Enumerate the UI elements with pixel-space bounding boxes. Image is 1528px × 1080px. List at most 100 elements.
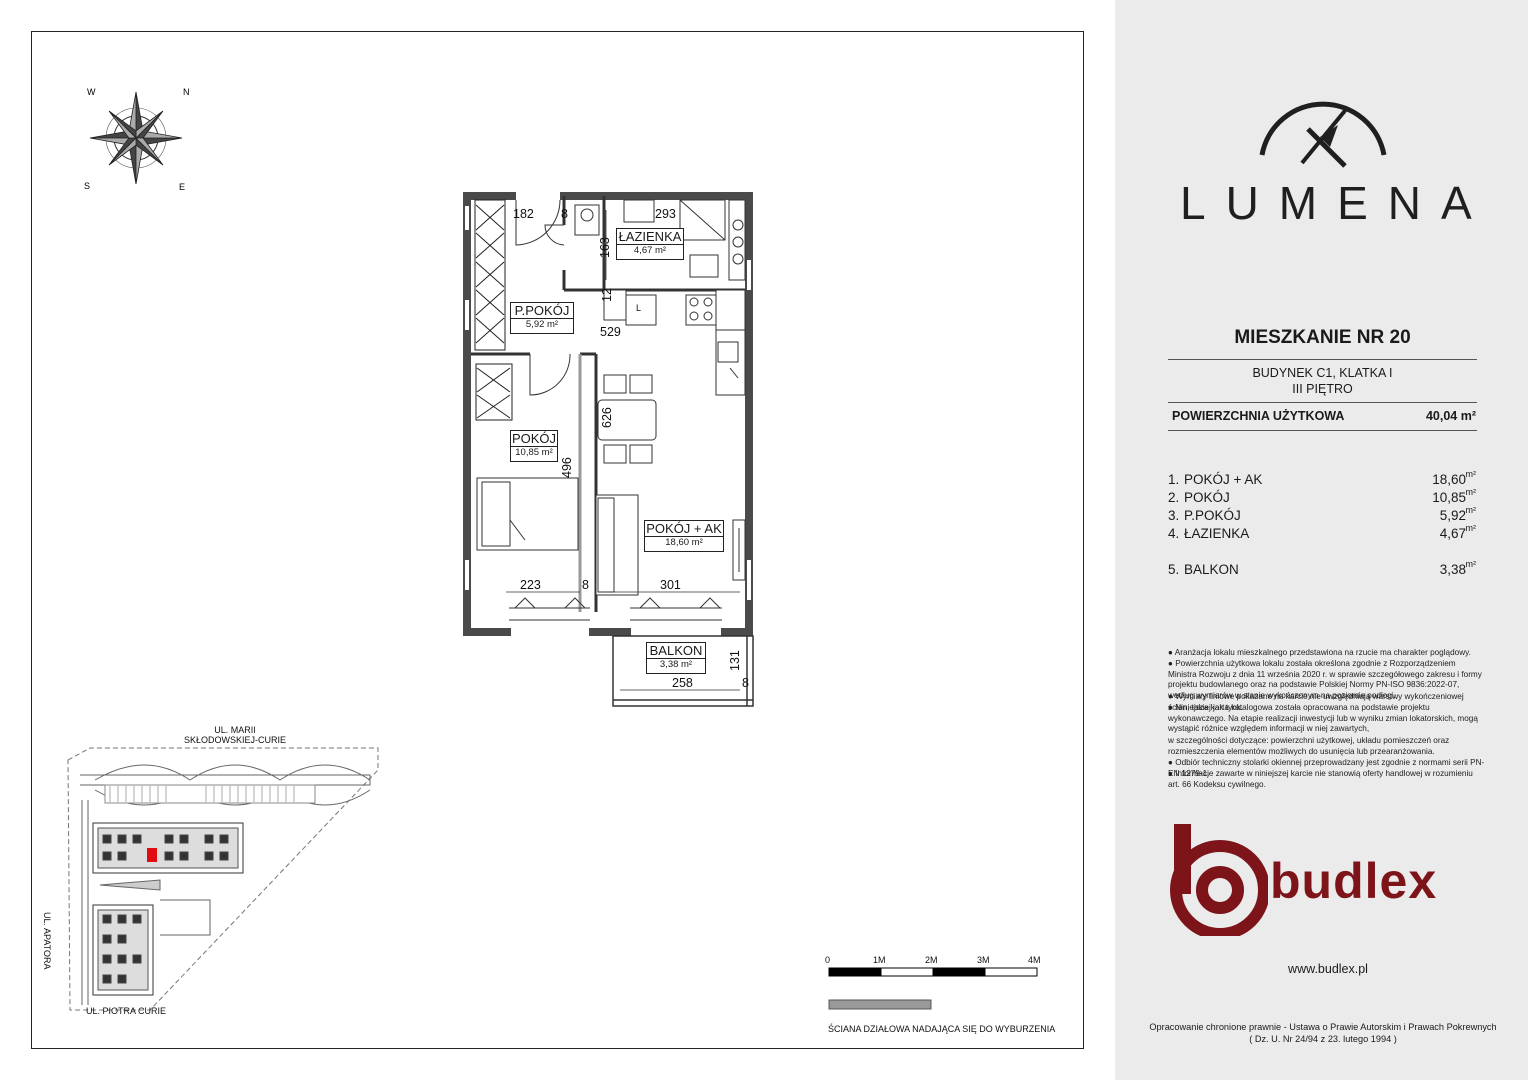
room-name: POKÓJ + AK xyxy=(1184,472,1263,487)
site-buildings-detail xyxy=(102,834,229,984)
legend-demolishable-wall: ŚCIANA DZIAŁOWA NADAJĄCA SIĘ DO WYBURZEN… xyxy=(828,1024,1056,1034)
compass-w: W xyxy=(87,87,96,97)
room-unit: m² xyxy=(1465,505,1477,515)
dim-8c: 8 xyxy=(742,676,749,690)
street-left: UL. APATORA xyxy=(42,912,52,970)
building-info: BUDYNEK C1, KLATKA I xyxy=(1252,366,1393,380)
note: w szczególności dotyczące: powierzchni u… xyxy=(1168,736,1450,756)
apartment-walls xyxy=(463,192,753,636)
room-area: 3,38 xyxy=(1439,562,1466,577)
dim-223: 223 xyxy=(520,578,541,592)
dim-626: 626 xyxy=(600,407,614,428)
divider xyxy=(1168,430,1477,431)
room-row: 5. BALKON 3,38 m² xyxy=(1168,559,1477,580)
room-area: 5,92 xyxy=(1439,508,1466,523)
room-area: 4,67 xyxy=(1439,526,1466,541)
room-row: 4. ŁAZIENKA 4,67 m² xyxy=(1168,523,1477,544)
room-row: 1. POKÓJ + AK 18,60 m² xyxy=(1168,469,1477,490)
budlex-logo-icon xyxy=(1170,824,1268,936)
room-unit: m² xyxy=(1465,487,1477,497)
room-name: POKÓJ xyxy=(1184,490,1230,505)
budlex-url-link[interactable]: www.budlex.pl xyxy=(1288,962,1368,976)
copyright-notice: Opracowanie chronione prawnie - Ustawa o… xyxy=(1138,1021,1508,1045)
room-no: 2. xyxy=(1168,490,1180,505)
usable-area-value: 40,04 m² xyxy=(1425,409,1476,423)
room-area-ppokoj: 5,92 m² xyxy=(511,318,573,331)
dim-182: 182 xyxy=(513,207,534,221)
compass-n: N xyxy=(183,87,190,97)
room-tag-ppokoj: P.POKÓJ 5,92 m² xyxy=(510,302,574,334)
room-name-balkon: BALKON xyxy=(649,643,703,658)
room-no: 5. xyxy=(1168,562,1180,577)
demolishable-wall-swatch xyxy=(828,999,932,1010)
room-area-pokoj: 10,85 m² xyxy=(511,446,557,459)
room-unit: m² xyxy=(1465,559,1477,569)
note: ● Powierzchnia użytkowa lokalu została o… xyxy=(1168,659,1482,700)
fridge-label: L xyxy=(636,303,642,313)
room-unit: m² xyxy=(1465,469,1477,479)
floor-plan-drawing: N E S W xyxy=(67,87,1038,1011)
room-name: P.POKÓJ xyxy=(1184,508,1241,523)
bathroom-fixtures xyxy=(574,199,746,281)
room-unit: m² xyxy=(1465,523,1477,533)
sofa xyxy=(595,494,746,596)
note: ● Odbiór techniczny stolarki okiennej pr… xyxy=(1168,758,1485,778)
flat-title: MIESZKANIE NR 20 xyxy=(1234,327,1411,348)
scale-tick-2: 2M xyxy=(925,955,938,965)
room-area-pokoj-ak: 18,60 m² xyxy=(645,536,723,549)
note: ● Wymiary liniowe pokazane na karcie nie… xyxy=(1168,692,1464,712)
door-swings xyxy=(509,199,722,621)
kitchen-fixtures xyxy=(603,289,746,396)
scale-bar xyxy=(828,967,1038,977)
note: ● Niniejsza karta katalogowa została opr… xyxy=(1168,703,1478,733)
street-bottom: UL. PIOTRA CURIE xyxy=(86,1006,167,1016)
floor-info: III PIĘTRO xyxy=(1292,382,1353,396)
room-no: 4. xyxy=(1168,526,1180,541)
room-tag-pokoj-ak: POKÓJ + AK 18,60 m² xyxy=(644,520,724,552)
divider xyxy=(1168,402,1477,403)
plan-frame xyxy=(31,31,1084,1049)
dim-529: 529 xyxy=(600,325,621,339)
copyright-line-2: ( Dz. U. Nr 24/94 z 23. lutego 1994 ) xyxy=(1249,1034,1397,1044)
room-no: 1. xyxy=(1168,472,1180,487)
dim-496: 496 xyxy=(560,457,574,478)
room-tag-balkon: BALKON 3,38 m² xyxy=(646,642,706,674)
dim-12: 12 xyxy=(600,288,614,302)
street-top-1: UL. MARII xyxy=(214,725,256,735)
scale-tick-0: 0 xyxy=(825,955,831,965)
site-plan xyxy=(67,747,379,1011)
scale-tick-3: 3M xyxy=(977,955,990,965)
copyright-line-1: Opracowanie chronione prawnie - Ustawa o… xyxy=(1149,1022,1497,1032)
compass-rose-icon: N E S W xyxy=(84,87,190,192)
apartment-location-marker xyxy=(147,848,157,862)
bed xyxy=(476,477,579,551)
street-top-2: SKŁODOWSKIEJ-CURIE xyxy=(183,735,286,745)
dim-131: 131 xyxy=(728,650,742,671)
room-area: 18,60 xyxy=(1432,472,1466,487)
lumena-wordmark: LUMENA xyxy=(1180,177,1492,229)
budlex-wordmark: budlex xyxy=(1270,853,1438,909)
room-area-balkon: 3,38 m² xyxy=(647,658,705,671)
room-no: 3. xyxy=(1168,508,1180,523)
room-name-lazienka: ŁAZIENKA xyxy=(618,229,682,244)
room-name-ppokoj: P.POKÓJ xyxy=(514,303,570,318)
compass-s: S xyxy=(84,181,90,191)
usable-area-label: POWIERZCHNIA UŻYTKOWA xyxy=(1172,409,1345,423)
note: ● Aranżacja lokalu mieszkalnego przedsta… xyxy=(1168,648,1471,657)
lumena-logo-icon xyxy=(1259,101,1387,168)
room-tag-lazienka: ŁAZIENKA 4,67 m² xyxy=(616,228,684,260)
compass-e: E xyxy=(179,182,185,192)
room-name: ŁAZIENKA xyxy=(1184,526,1250,541)
room-name-pokoj-ak: POKÓJ + AK xyxy=(646,521,722,536)
wardrobe xyxy=(474,199,513,421)
balcony-outline xyxy=(612,635,754,707)
note: ● Informacje zawarte w niniejszej karcie… xyxy=(1168,769,1473,789)
dim-258: 258 xyxy=(672,676,693,690)
room-name-pokoj: POKÓJ xyxy=(511,431,557,446)
room-name: BALKON xyxy=(1184,562,1239,577)
dining-table xyxy=(597,374,657,464)
room-row: 2. POKÓJ 10,85 m² xyxy=(1168,487,1477,508)
room-row: 3. P.POKÓJ 5,92 m² xyxy=(1168,505,1477,526)
scale-tick-4: 4M xyxy=(1028,955,1041,965)
room-area-lazienka: 4,67 m² xyxy=(617,244,683,257)
